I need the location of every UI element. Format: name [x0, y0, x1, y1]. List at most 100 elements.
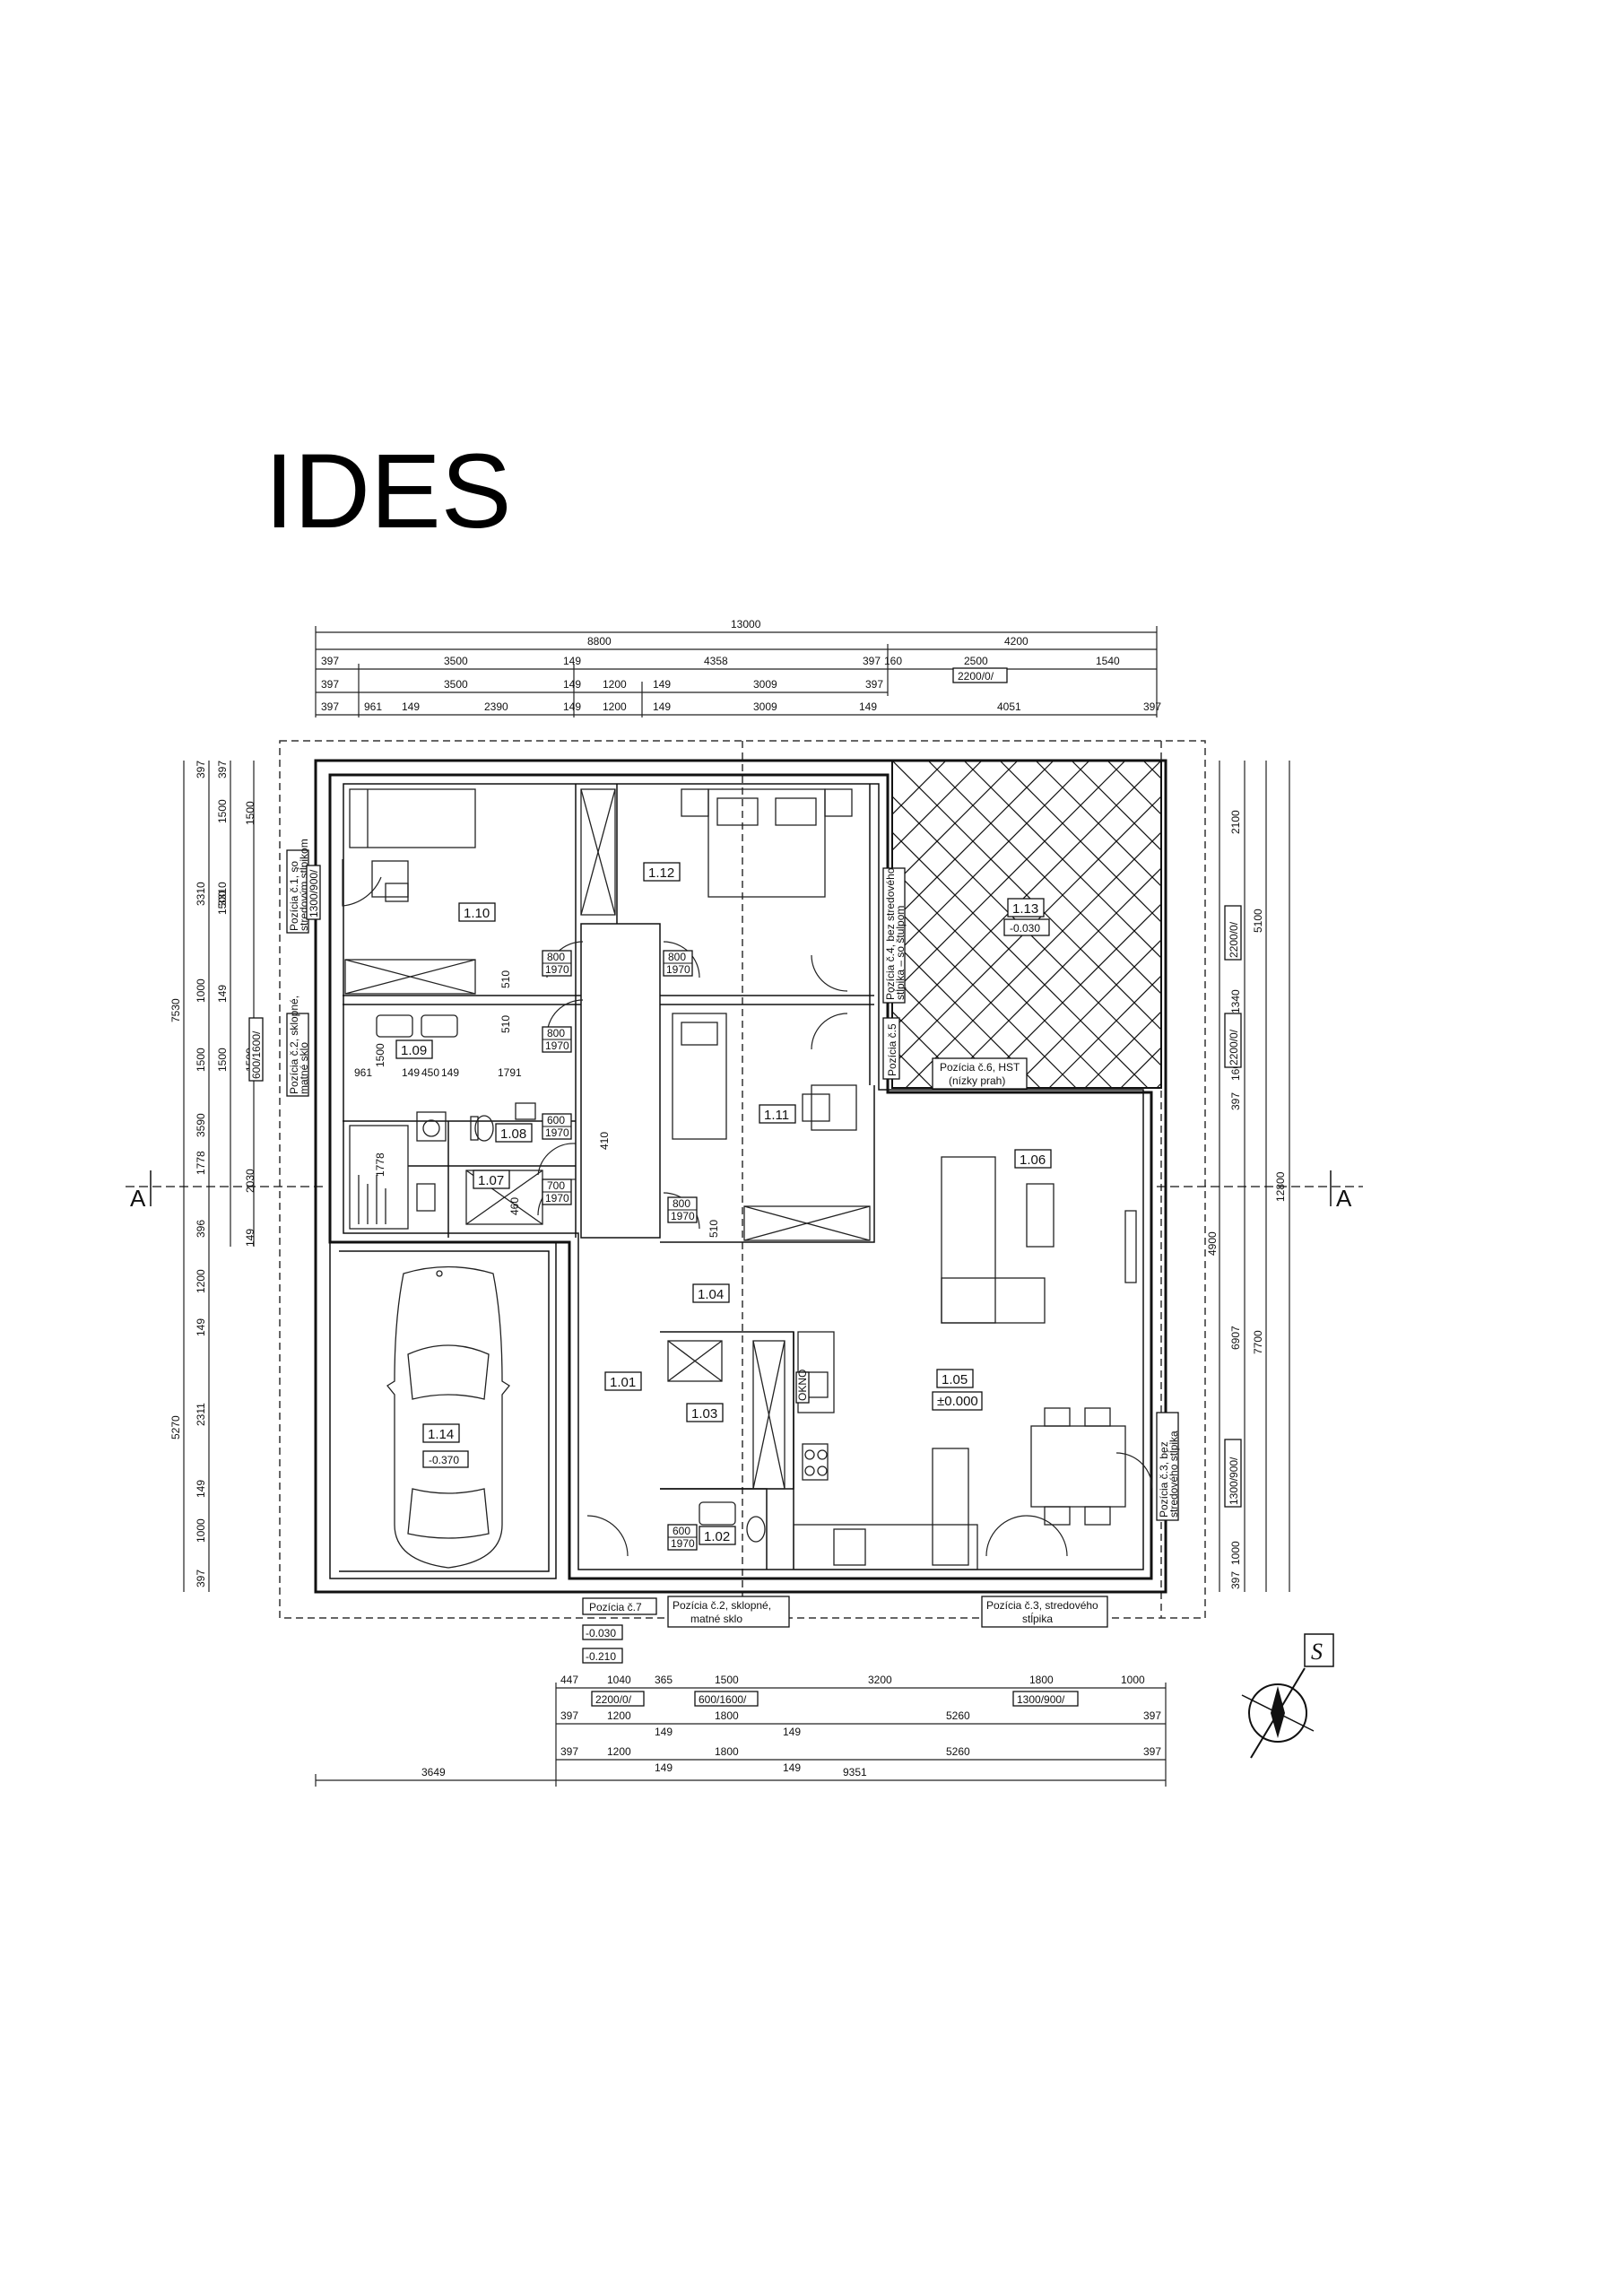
dim-bot-r4-1: 9351 — [843, 1766, 867, 1779]
dim-left-inner-3: 149 — [216, 985, 229, 1003]
room-1-02: 1.02 — [704, 1529, 730, 1544]
dim-top-r5-0: 397 — [321, 700, 339, 713]
room-1-11: 1.11 — [764, 1108, 789, 1123]
room-1-09: 1.09 — [401, 1043, 427, 1058]
plan-title: IDES — [265, 432, 511, 551]
room-1-14: 1.14 — [428, 1427, 454, 1442]
dim-top-r4-5: 3009 — [753, 678, 777, 691]
room-1-03: 1.03 — [691, 1406, 717, 1422]
dim-left-inner-1: 1500 — [216, 799, 229, 823]
dim-bot-r1-0: 447 — [560, 1674, 578, 1686]
bath-dim-6: 1778 — [374, 1152, 386, 1177]
furniture — [344, 788, 1137, 1570]
bath-dim-1: 149 — [402, 1066, 420, 1079]
dim-top-r4-4: 149 — [653, 678, 671, 691]
left-dimensions: 7530 5270 397 3310 1000 1500 3590 1778 3… — [169, 761, 256, 1592]
dim-right-inner-0: 2100 — [1229, 810, 1242, 834]
dim-left-mid-4: 3590 — [195, 1113, 207, 1137]
level-entry-2: -0.210 — [586, 1650, 616, 1663]
dim-bot-r1-5: 1800 — [1029, 1674, 1054, 1686]
dim-top-r5-2: 149 — [402, 700, 420, 713]
window-5: Pozícia č.5 — [886, 1023, 898, 1076]
dim-right-box-1: 2200/0/ — [1228, 1029, 1240, 1065]
room-1-12: 1.12 — [648, 865, 674, 881]
window-2b-line-0: Pozícia č.2, sklopné, — [673, 1599, 771, 1612]
dim-left-inner-6: 2030 — [244, 1169, 256, 1193]
dim-left-mid-2: 1000 — [195, 978, 207, 1003]
dim-bot-r2-1: 1200 — [607, 1709, 631, 1722]
dim-bot-r1-6: 1000 — [1121, 1674, 1145, 1686]
dim-bot-r2-3: 1800 — [715, 1709, 739, 1722]
window-3b-line-1: stĺpika — [1022, 1612, 1053, 1625]
dim-bot-box-0: 2200/0/ — [595, 1693, 632, 1706]
dim-top-r3-6: 2500 — [964, 655, 988, 667]
dim-bot-r3-6: 397 — [1143, 1745, 1161, 1758]
window-tags: Pozícia č.1, so stredovým stĺpikom 1300/… — [248, 839, 1180, 1664]
window-2b-line-1: matné sklo — [690, 1613, 742, 1625]
section-mark-right: A — [1336, 1185, 1352, 1212]
window-4-line-1: stĺpika – so štulpom — [893, 906, 907, 1000]
room-1-07: 1.07 — [478, 1173, 504, 1188]
compass-label: S — [1311, 1639, 1323, 1665]
dim-right-box-0: 2200/0/ — [1228, 921, 1240, 958]
dim-bot-r4-0: 3649 — [421, 1766, 446, 1779]
dim-right-inner-2: 1340 — [1229, 989, 1242, 1013]
dim-left-mid-11: 1000 — [195, 1518, 207, 1543]
dim-top-r5-10: 397 — [1143, 700, 1161, 713]
door-5-w: 800 — [673, 1197, 690, 1210]
section-mark-left: A — [130, 1185, 146, 1212]
window-2-size: 600/1600/ — [250, 1031, 263, 1079]
dim-right-mid-0: 5100 — [1252, 909, 1264, 933]
dim-right-inner-9: 1000 — [1229, 1541, 1242, 1565]
door-tags: 800 1970 800 1970 800 1970 600 1970 700 … — [354, 950, 720, 1551]
dim-bot-r3-0: 397 — [560, 1745, 578, 1758]
dim-bot-r3-1: 1200 — [607, 1745, 631, 1758]
window-3r-line-0: Pozícia č.3, bez — [1158, 1441, 1170, 1518]
door-dim-4: 510 — [707, 1220, 720, 1238]
dim-top-r5-7: 3009 — [753, 700, 777, 713]
dim-top-r4-3: 1200 — [603, 678, 627, 691]
door-6-w: 600 — [673, 1525, 690, 1537]
bottom-dimensions: 447 1040 365 1500 3200 1800 1000 2200/0/… — [315, 1674, 1167, 1787]
dim-left-mid-12: 397 — [195, 1570, 207, 1587]
room-1-04: 1.04 — [698, 1287, 724, 1302]
dim-left-inner-2: 1500 — [216, 891, 229, 915]
dim-right-inner-6: 4900 — [1206, 1231, 1219, 1256]
dim-left-inner-0: 397 — [216, 761, 229, 778]
door-1-w: 800 — [668, 951, 686, 963]
dim-bot-box-1: 600/1600/ — [699, 1693, 747, 1706]
dim-bot-r3-5: 5260 — [946, 1745, 970, 1758]
dim-bot-r2-6: 397 — [1143, 1709, 1161, 1722]
window-7: Pozícia č.7 — [589, 1601, 642, 1613]
dim-top-total: 13000 — [731, 618, 761, 631]
window-6-line-1: (nízky prah) — [949, 1074, 1005, 1087]
level-terrace: -0.030 — [1010, 922, 1040, 935]
dim-bot-r3-2: 149 — [655, 1761, 673, 1774]
window-1-line-0: Pozícia č.1, so — [288, 861, 300, 931]
door-dim-0: 510 — [499, 970, 512, 988]
dim-top-r5-6: 149 — [653, 700, 671, 713]
window-6-line-0: Pozícia č.6, HST — [940, 1061, 1020, 1074]
dim-left-outer-0: 7530 — [169, 998, 182, 1022]
dim-top-r4-6: 397 — [865, 678, 883, 691]
dim-top-r4-2: 149 — [563, 678, 581, 691]
door-2-h: 1970 — [545, 1039, 569, 1052]
dim-left-inner-4: 1500 — [216, 1048, 229, 1072]
dim-top-r2a: 8800 — [587, 635, 612, 648]
door-3-h: 1970 — [545, 1126, 569, 1139]
dim-left-mid-10: 149 — [195, 1480, 207, 1498]
dim-top-r3-0: 397 — [321, 655, 339, 667]
dim-bot-r1-4: 3200 — [868, 1674, 892, 1686]
top-dimensions: 13000 8800 4200 397 3500 149 4358 397 16… — [315, 618, 1161, 718]
dim-top-r3-7: 1540 — [1096, 655, 1120, 667]
dim-top-r2b: 4200 — [1004, 635, 1028, 648]
room-1-13: 1.13 — [1012, 901, 1038, 917]
dim-left-inner2-1: 1500 — [244, 801, 256, 825]
dim-top-r3-1: 3500 — [444, 655, 468, 667]
dim-top-r3-2: 149 — [563, 655, 581, 667]
bath-dim-4: 1791 — [498, 1066, 522, 1079]
room-1-01: 1.01 — [610, 1375, 636, 1390]
door-0-h: 1970 — [545, 963, 569, 976]
dim-bot-r1-1: 1040 — [607, 1674, 631, 1686]
level-garage: -0.370 — [429, 1454, 459, 1466]
